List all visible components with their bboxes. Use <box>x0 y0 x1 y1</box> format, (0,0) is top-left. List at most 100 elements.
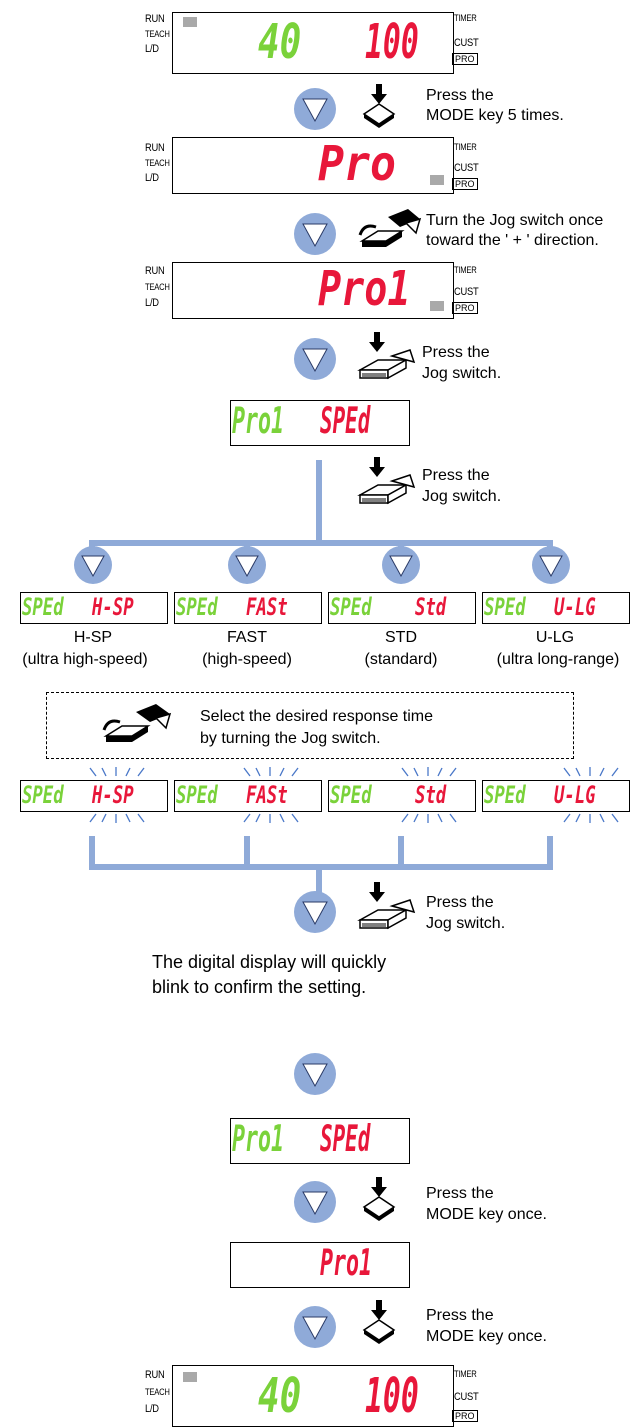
option-display-u-lg-blink <box>482 780 630 812</box>
teach-indicator: TEACH <box>145 158 170 168</box>
option-prefix: SPEd <box>484 593 526 621</box>
ld-indicator: L/D <box>145 172 159 184</box>
down-arrow-icon <box>294 88 336 130</box>
down-arrow-icon <box>228 546 266 584</box>
option-code: H-SP <box>73 629 113 646</box>
jog-switch-press-icon <box>357 332 416 380</box>
option-prefix: SPEd <box>330 593 372 621</box>
step-jog-turn-line2: toward the ' + ' direction. <box>426 232 599 249</box>
mode-key-press-icon <box>362 1177 396 1221</box>
run-lamp <box>183 1372 197 1382</box>
sensor-display-pro1 <box>172 262 454 319</box>
cust-indicator: CUST <box>454 37 479 49</box>
option-display-h-sp-blink <box>20 780 168 812</box>
timer-indicator: TIMER <box>454 13 477 23</box>
option-value: U-LG <box>554 593 596 621</box>
run-indicator: RUN <box>145 1369 165 1381</box>
display-value: Pro1 <box>320 1243 373 1284</box>
option-prefix: SPEd <box>176 593 218 621</box>
display-left-value: 40 <box>258 14 302 70</box>
step-mode-once-line2: MODE key once. <box>426 1328 547 1345</box>
run-lamp <box>183 17 197 27</box>
step-jog-press-line1: Press the <box>422 344 490 361</box>
display-left-value: 40 <box>258 1368 302 1424</box>
cust-indicator: CUST <box>454 162 479 174</box>
down-arrow-icon <box>294 1053 336 1095</box>
option-display-fast <box>174 592 322 624</box>
blink-rays-icon <box>89 813 145 823</box>
sensor-display-pro <box>172 137 454 194</box>
pro-lamp <box>430 175 444 185</box>
pro-lamp <box>430 301 444 311</box>
option-value: H-SP <box>92 593 134 621</box>
option-display-fast-blink <box>174 780 322 812</box>
option-display-std <box>328 592 476 624</box>
confirm-note-line1: The digital display will quickly <box>152 952 387 972</box>
select-note-line2: by turning the Jog switch. <box>200 730 381 747</box>
step-jog-press-line1: Press the <box>426 894 494 911</box>
option-code: U-LG <box>535 629 575 646</box>
ld-indicator: L/D <box>145 43 159 55</box>
cust-indicator: CUST <box>454 1391 479 1403</box>
step-jog-press-line2: Jog switch. <box>422 365 502 382</box>
option-code: STD <box>385 629 417 646</box>
flow-line <box>316 460 322 545</box>
flow-line <box>398 836 404 870</box>
timer-indicator: TIMER <box>454 142 477 152</box>
ld-indicator: L/D <box>145 297 159 309</box>
run-indicator: RUN <box>145 142 165 154</box>
blink-rays-icon <box>243 813 299 823</box>
step-mode-once-line1: Press the <box>426 1307 494 1324</box>
display-right-value: 100 <box>365 1368 419 1424</box>
select-note-line1: Select the desired response time <box>200 708 434 725</box>
step-mode-once-line1: Press the <box>426 1185 494 1202</box>
down-arrow-icon <box>294 1181 336 1223</box>
down-arrow-icon <box>294 213 336 255</box>
teach-indicator: TEACH <box>145 29 170 39</box>
option-display-std-blink <box>328 780 476 812</box>
blink-rays-icon <box>563 813 619 823</box>
step-mode-once-line2: MODE key once. <box>426 1206 547 1223</box>
option-desc: (high-speed) <box>202 651 292 668</box>
sensor-display-initial <box>172 12 454 74</box>
option-prefix: SPEd <box>22 593 64 621</box>
option-desc: (ultra long-range) <box>496 651 620 668</box>
timer-indicator: TIMER <box>454 1369 477 1379</box>
option-desc: (standard) <box>364 651 438 668</box>
sensor-display-pro1-sped <box>230 400 410 446</box>
step-jog-press-line2: Jog switch. <box>426 915 506 932</box>
flow-line <box>316 864 322 894</box>
display-right-value: SPEd <box>320 401 371 442</box>
jog-switch-turn-icon <box>102 704 172 742</box>
run-indicator: RUN <box>145 13 165 25</box>
option-value: Std <box>415 781 447 809</box>
down-arrow-icon <box>74 546 112 584</box>
mode-key-press-icon <box>362 1300 396 1344</box>
option-value: Std <box>415 593 447 621</box>
blink-rays-icon <box>401 813 457 823</box>
jog-switch-press-icon <box>357 457 416 505</box>
pro-indicator: PRO <box>452 302 478 314</box>
run-indicator: RUN <box>145 265 165 277</box>
down-arrow-icon <box>382 546 420 584</box>
option-value: FASt <box>246 781 288 809</box>
step-mode5-line1: Press the <box>426 87 494 104</box>
blink-rays-icon <box>563 767 619 777</box>
step-jog-press-line2: Jog switch. <box>422 488 502 505</box>
option-value: FASt <box>246 593 288 621</box>
flow-line <box>547 836 553 870</box>
blink-rays-icon <box>243 767 299 777</box>
step-jog-turn-line1: Turn the Jog switch once <box>426 212 604 229</box>
timer-indicator: TIMER <box>454 265 477 275</box>
pro-indicator: PRO <box>452 53 478 65</box>
option-display-h-sp <box>20 592 168 624</box>
teach-indicator: TEACH <box>145 282 170 292</box>
jog-switch-press-icon <box>357 882 416 930</box>
option-desc: (ultra high-speed) <box>22 651 148 668</box>
sensor-display-pro1-sped-final <box>230 1118 410 1164</box>
option-value: U-LG <box>554 781 596 809</box>
sensor-display-pro1-final <box>230 1242 410 1288</box>
pro-indicator: PRO <box>452 178 478 190</box>
flow-line <box>89 836 95 870</box>
pro-indicator: PRO <box>452 1410 478 1422</box>
